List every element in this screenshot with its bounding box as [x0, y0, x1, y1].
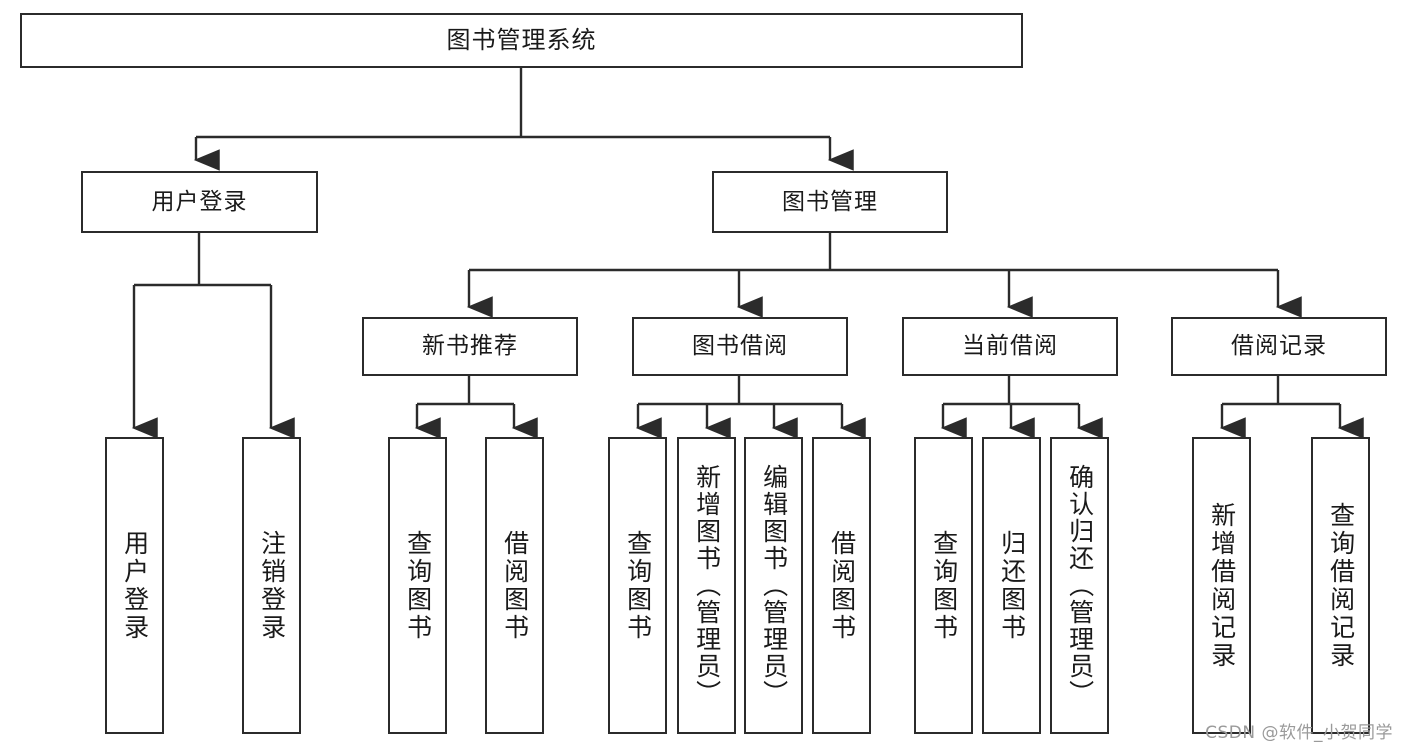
node-leaf-confirm-return-admin-label: 确认归还（管理员） [1065, 464, 1095, 707]
node-leaf-search-books-borrow[interactable]: 查询图书 [608, 437, 667, 734]
node-leaf-logout-label: 注销登录 [257, 529, 287, 642]
node-book-borrow-label: 图书借阅 [692, 333, 788, 360]
node-leaf-search-books-current-label: 查询图书 [929, 529, 959, 642]
node-leaf-logout[interactable]: 注销登录 [242, 437, 301, 734]
node-leaf-user-login-label: 用户登录 [120, 529, 150, 642]
node-leaf-edit-book-admin-label: 编辑图书（管理员） [759, 464, 789, 707]
watermark-text: CSDN @软件_小贺同学 [1205, 723, 1393, 743]
node-leaf-return-books[interactable]: 归还图书 [982, 437, 1041, 734]
node-leaf-borrow-books-new-label: 借阅图书 [500, 529, 530, 642]
node-leaf-search-books-current[interactable]: 查询图书 [914, 437, 973, 734]
node-leaf-add-borrow-record[interactable]: 新增借阅记录 [1192, 437, 1251, 734]
node-leaf-confirm-return-admin[interactable]: 确认归还（管理员） [1050, 437, 1109, 734]
node-book-management-label: 图书管理 [782, 188, 878, 215]
node-leaf-borrow-books-new[interactable]: 借阅图书 [485, 437, 544, 734]
node-leaf-search-books-new[interactable]: 查询图书 [388, 437, 447, 734]
node-leaf-user-login[interactable]: 用户登录 [105, 437, 164, 734]
node-new-book-recommend-label: 新书推荐 [422, 333, 518, 360]
node-leaf-search-books-borrow-label: 查询图书 [623, 529, 653, 642]
node-leaf-add-borrow-record-label: 新增借阅记录 [1207, 501, 1237, 670]
node-leaf-search-borrow-record[interactable]: 查询借阅记录 [1311, 437, 1370, 734]
node-leaf-return-books-label: 归还图书 [997, 529, 1027, 642]
node-leaf-add-book-admin-label: 新增图书（管理员） [692, 464, 722, 707]
node-book-borrow[interactable]: 图书借阅 [632, 317, 848, 376]
node-current-borrow-label: 当前借阅 [962, 333, 1058, 360]
node-root-label: 图书管理系统 [446, 25, 597, 54]
node-new-book-recommend[interactable]: 新书推荐 [362, 317, 578, 376]
node-leaf-borrow-books[interactable]: 借阅图书 [812, 437, 871, 734]
node-root[interactable]: 图书管理系统 [20, 13, 1023, 68]
node-leaf-search-borrow-record-label: 查询借阅记录 [1326, 501, 1356, 670]
node-user-login-label: 用户登录 [151, 188, 248, 215]
node-current-borrow[interactable]: 当前借阅 [902, 317, 1118, 376]
node-leaf-edit-book-admin[interactable]: 编辑图书（管理员） [744, 437, 803, 734]
node-borrow-records[interactable]: 借阅记录 [1171, 317, 1387, 376]
node-leaf-search-books-new-label: 查询图书 [403, 529, 433, 642]
node-leaf-add-book-admin[interactable]: 新增图书（管理员） [677, 437, 736, 734]
node-borrow-records-label: 借阅记录 [1231, 333, 1327, 360]
node-user-login[interactable]: 用户登录 [81, 171, 318, 233]
node-leaf-borrow-books-label: 借阅图书 [827, 529, 857, 642]
node-book-management[interactable]: 图书管理 [712, 171, 948, 233]
